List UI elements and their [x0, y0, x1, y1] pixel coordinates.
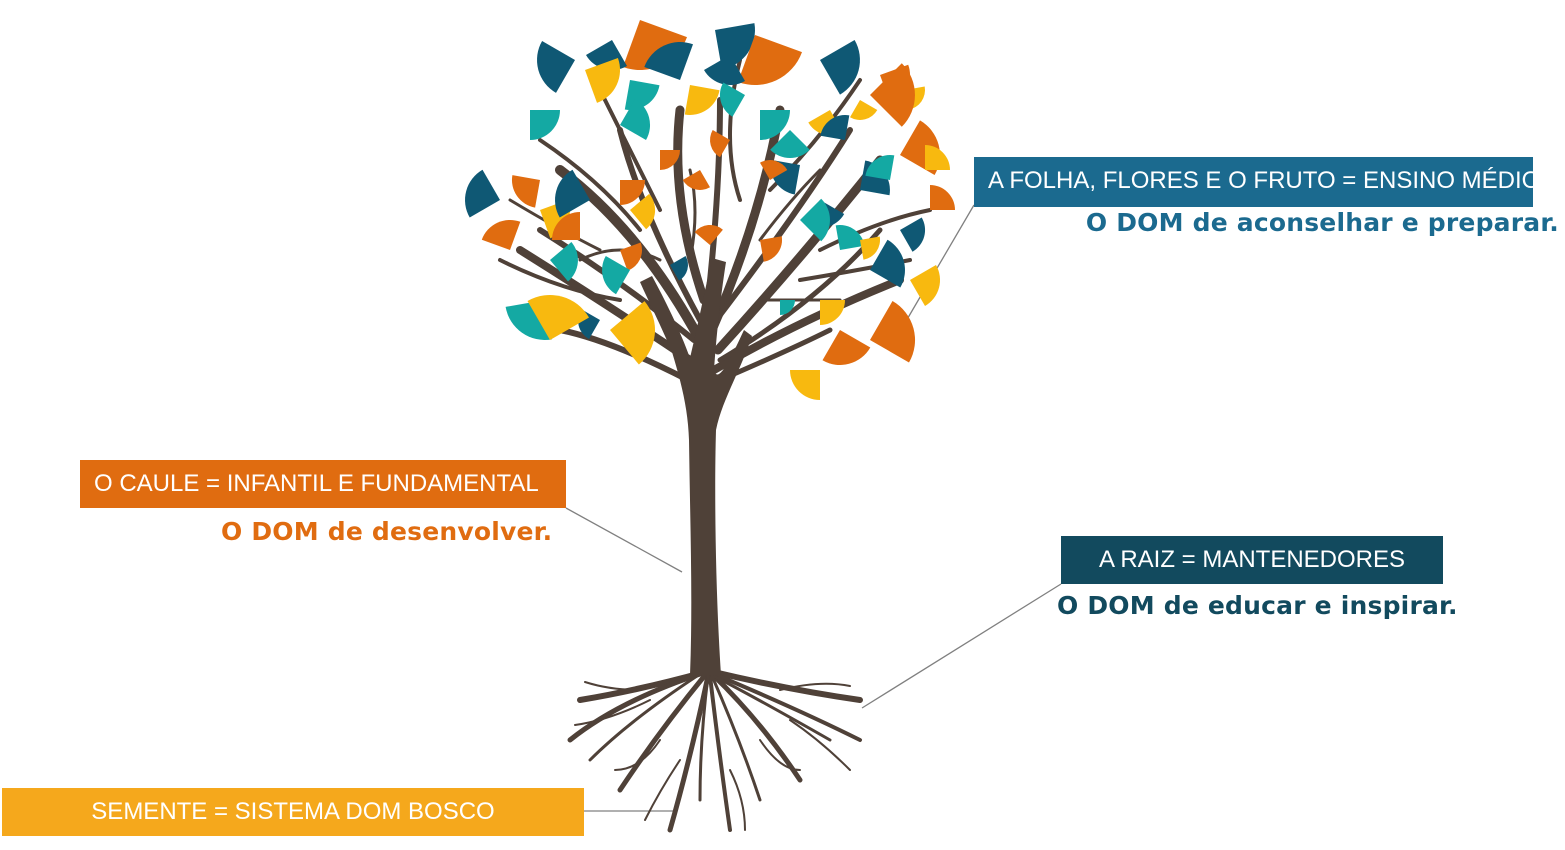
leaf [684, 85, 720, 115]
tree-roots [567, 669, 863, 833]
leaf [682, 170, 710, 190]
branch [557, 327, 691, 383]
root [779, 682, 851, 691]
root [567, 669, 709, 743]
root [584, 681, 641, 691]
root [667, 673, 711, 833]
root [574, 699, 651, 726]
leaf [900, 217, 926, 252]
leaf [511, 175, 540, 208]
root [617, 671, 709, 793]
root [644, 759, 681, 821]
leaf [610, 301, 656, 365]
folha-subtitle: O DOM de aconselhar e preparar. [1085, 208, 1559, 237]
branch [673, 105, 709, 305]
leaf [850, 100, 878, 120]
branch [713, 127, 853, 323]
leaf [602, 256, 630, 295]
leaf [585, 58, 621, 103]
semente-label: SEMENTE = SISTEMA DOM BOSCO [2, 788, 584, 836]
connector-lines [565, 204, 1062, 812]
root [712, 672, 862, 742]
leaf [660, 150, 680, 170]
leaf [860, 236, 881, 260]
folha-label: A FOLHA, FLORES E O FRUTO = ENSINO MÉDIO [974, 157, 1540, 207]
leaf [620, 180, 645, 205]
leaf [670, 256, 689, 281]
leaf [620, 99, 651, 140]
connector-raiz [861, 583, 1062, 709]
branch [538, 138, 642, 232]
leaf [820, 40, 860, 95]
leaf [820, 115, 850, 140]
leaf [780, 300, 795, 315]
branch [498, 258, 622, 302]
leaf [820, 300, 845, 325]
raiz-label: A RAIZ = MANTENEDORES [1061, 536, 1443, 584]
leaf [737, 35, 802, 86]
leaf [715, 23, 755, 70]
branch [516, 246, 694, 364]
tree-leaves [465, 20, 955, 400]
leaf [527, 294, 589, 340]
root [614, 739, 661, 771]
branch [707, 105, 785, 335]
branch [818, 208, 932, 252]
root [729, 769, 746, 831]
leaf [930, 185, 955, 210]
leaf [710, 130, 730, 158]
root [698, 674, 710, 802]
leaf [694, 224, 723, 245]
leaf [550, 242, 578, 282]
leaf [800, 198, 830, 242]
caule-label: O CAULE = INFANTIL E FUNDAMENTAL [80, 460, 566, 508]
root [709, 671, 803, 783]
leaf [770, 130, 810, 159]
leaf [870, 63, 915, 127]
leaf [822, 330, 871, 365]
leaf [719, 82, 745, 117]
leaf [644, 42, 693, 80]
leaf [760, 160, 788, 180]
leaf [870, 239, 905, 288]
root [710, 674, 762, 802]
leaf [465, 169, 500, 218]
tree-trunk [640, 258, 752, 675]
root [759, 739, 801, 771]
leaf [835, 225, 865, 250]
caule-subtitle: O DOM de desenvolver. [221, 517, 553, 546]
leaf [910, 265, 941, 306]
leaf [552, 212, 580, 240]
branch [598, 88, 662, 212]
root [588, 672, 702, 762]
leaf [925, 145, 950, 170]
connector-caule [565, 507, 683, 573]
raiz-subtitle: O DOM de educar e inspirar. [1057, 591, 1458, 620]
leaf [760, 110, 790, 140]
leaf [870, 301, 916, 363]
leaf [860, 160, 890, 196]
leaf [704, 55, 745, 86]
root [789, 719, 851, 771]
leaf [865, 155, 895, 180]
branch [713, 155, 885, 355]
leaf [530, 110, 560, 140]
leaf [620, 242, 643, 271]
branch [758, 168, 822, 242]
root [710, 673, 832, 742]
connector-folha [901, 204, 975, 329]
leaf [760, 236, 783, 262]
leaf [481, 219, 521, 250]
leaf [537, 41, 575, 93]
root [708, 674, 732, 832]
trunk-shape [640, 258, 752, 675]
leaf [555, 169, 590, 218]
leaf [790, 370, 820, 400]
leaf [630, 193, 656, 230]
